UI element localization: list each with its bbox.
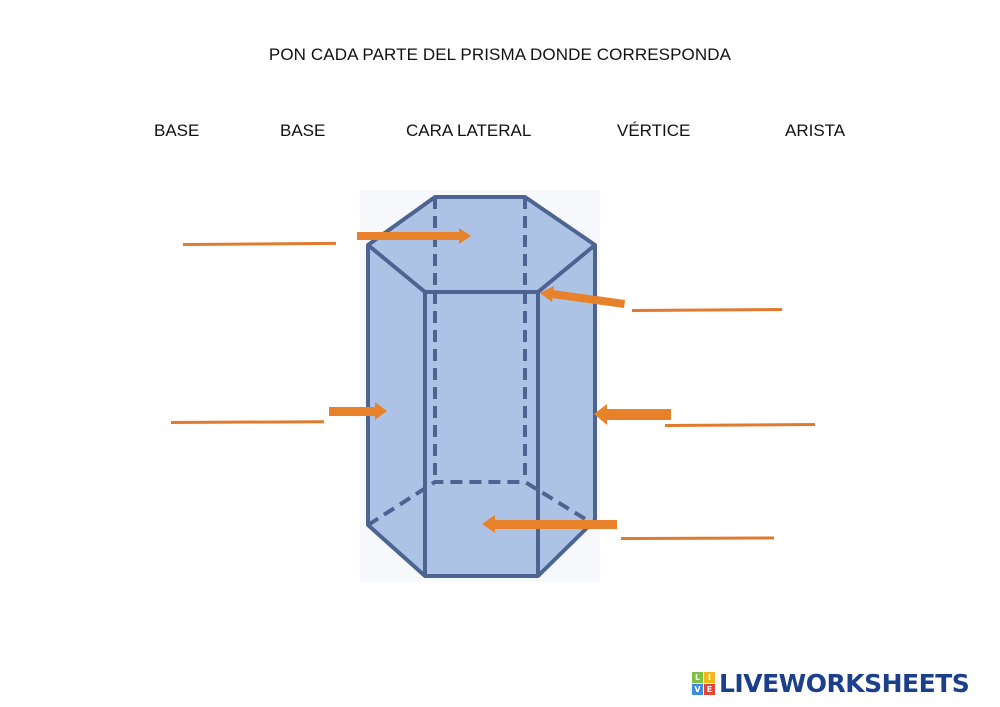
logo-letter-e: E	[704, 683, 715, 695]
logo-letter-i: I	[704, 671, 715, 683]
arrow-right-edge	[594, 404, 671, 425]
word-cara-lateral[interactable]: CARA LATERAL	[406, 121, 532, 140]
top-face-front-edges	[366, 243, 597, 294]
word-arista[interactable]: ARISTA	[785, 121, 846, 140]
arrow-top-face	[357, 228, 471, 244]
word-base-1[interactable]: BASE	[154, 121, 200, 140]
arrow-left-face	[329, 402, 387, 420]
logo-text: LIVEWORKSHEETS	[719, 668, 970, 698]
live-logo-icon: L I V E	[692, 671, 715, 695]
arrow-vertex	[540, 286, 625, 308]
drop-target-bottom-right[interactable]	[620, 536, 775, 540]
arrow-bottom-base	[482, 515, 617, 533]
word-vertice[interactable]: VÉRTICE	[617, 121, 691, 140]
worksheet-title: PON CADA PARTE DEL PRISMA DONDE CORRESPO…	[268, 45, 732, 64]
hexagonal-prism	[366, 195, 597, 578]
liveworksheets-logo: L I V E LIVEWORKSHEETS	[692, 668, 970, 698]
logo-letter-l: L	[692, 671, 703, 683]
arrows	[329, 228, 671, 533]
logo-letter-v: V	[692, 683, 703, 695]
word-base-2[interactable]: BASE	[280, 121, 326, 140]
hidden-bottom-edges	[366, 480, 597, 527]
